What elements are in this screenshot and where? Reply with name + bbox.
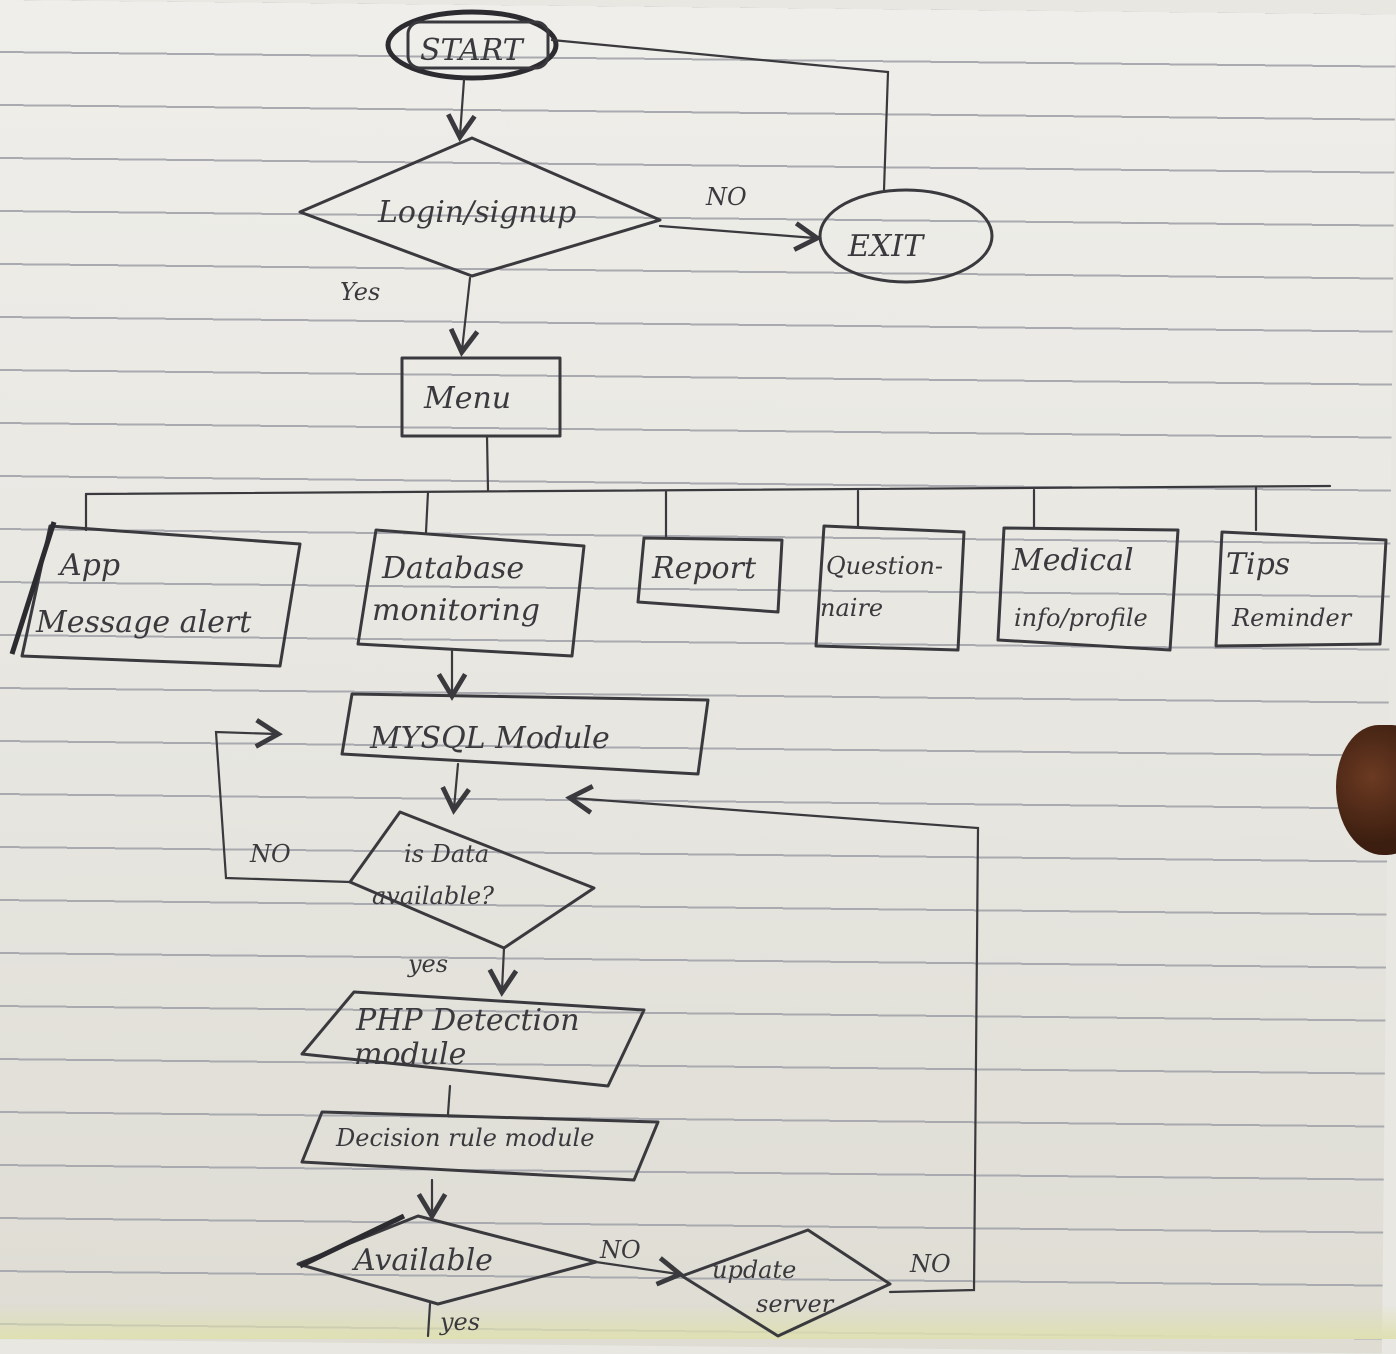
exit-node: EXIT: [818, 188, 994, 284]
start-exit-connector: [550, 38, 890, 192]
report-label: Report: [651, 551, 757, 586]
database-label-1: Database: [381, 551, 524, 586]
update-label-2: server: [756, 1290, 835, 1318]
isdata-label-1: is Data: [404, 840, 489, 868]
available-yes-label: yes: [439, 1308, 480, 1336]
menu-node: Menu: [400, 356, 562, 438]
isdata-no-label: NO: [249, 840, 291, 868]
medical-node: Medical info/profile: [996, 526, 1180, 652]
medical-label-2: info/profile: [1014, 604, 1148, 632]
php-label-2: module: [354, 1037, 466, 1072]
mysql-label: MYSQL Module: [369, 721, 610, 756]
tips-label-1: Tips: [1226, 547, 1290, 582]
login-yes-label: Yes: [340, 278, 380, 306]
update-label-1: update: [712, 1256, 796, 1284]
questionnaire-label-2: naire: [820, 594, 883, 622]
isdata-php-arrow: [487, 946, 519, 997]
login-label: Login/signup: [377, 195, 576, 230]
php-node: PHP Detection module: [300, 990, 646, 1088]
tips-label-2: Reminder: [1231, 604, 1353, 632]
paper-edge: [0, 1305, 1396, 1339]
start-label: START: [420, 33, 525, 68]
decision-label: Decision rule module: [335, 1124, 594, 1152]
available-yes-connector: [426, 1302, 432, 1338]
questionnaire-node: Question- naire: [814, 524, 966, 652]
app-label-2: Message alert: [35, 605, 252, 640]
update-no-label: NO: [909, 1250, 951, 1278]
update-node: update server: [680, 1228, 892, 1338]
menu-label: Menu: [423, 381, 511, 416]
mysql-isdata-arrow: [440, 762, 471, 815]
app-message-node: App Message alert: [9, 521, 302, 668]
php-label-1: PHP Detection: [355, 1003, 580, 1038]
menu-trunk: [485, 434, 490, 492]
available-decision: Available: [296, 1213, 598, 1306]
available-no-label: NO: [599, 1236, 641, 1264]
isdata-yes-label: yes: [407, 950, 448, 978]
login-decision: Login/signup: [298, 136, 662, 278]
app-label-1: App: [57, 548, 120, 583]
report-node: Report: [636, 536, 784, 614]
php-decision-connector: [446, 1084, 452, 1116]
login-menu-arrow: [448, 276, 480, 357]
exit-label: EXIT: [847, 229, 925, 264]
database-node: Database monitoring: [356, 528, 586, 658]
is-data-decision: is Data available?: [348, 810, 596, 950]
login-no-label: NO: [705, 183, 747, 211]
start-login-arrow: [446, 78, 477, 142]
medical-label-1: Medical: [1011, 543, 1134, 578]
tips-node: Tips Reminder: [1214, 530, 1388, 648]
available-update-arrow: [594, 1256, 685, 1287]
database-label-2: monitoring: [372, 593, 540, 628]
start-node: START: [385, 9, 559, 81]
isdata-no-loop: [214, 718, 352, 884]
update-no-loop: [565, 784, 980, 1294]
questionnaire-label-1: Question-: [826, 552, 943, 580]
isdata-label-2: available?: [372, 882, 494, 910]
mysql-node: MYSQL Module: [340, 692, 710, 776]
available-label: Available: [351, 1243, 493, 1278]
login-exit-arrow: [658, 221, 822, 252]
menu-bus: [84, 484, 1332, 496]
decision-node: Decision rule module: [300, 1110, 660, 1182]
